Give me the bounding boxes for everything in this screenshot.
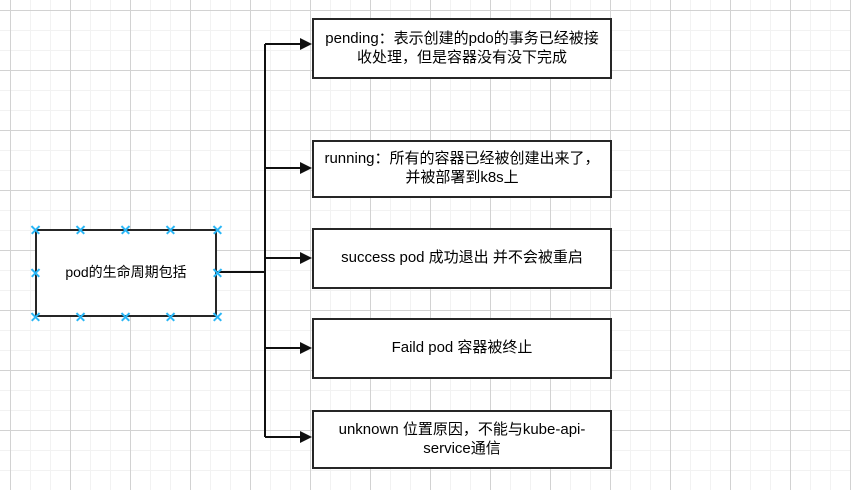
arrowhead-running	[300, 162, 312, 174]
selection-handle[interactable]	[165, 311, 176, 322]
node-label: pending：表示创建的pdo的事务已经被接收处理，但是容器没有没下完成	[325, 29, 599, 66]
node-state-unknown[interactable]: unknown 位置原因，不能与kube-api-service通信	[312, 410, 612, 469]
selection-handle[interactable]	[75, 311, 86, 322]
selection-handle[interactable]	[212, 267, 223, 278]
node-label: running：所有的容器已经被创建出来了，并被部署到k8s上	[324, 150, 600, 186]
arrowhead-unknown	[300, 431, 312, 443]
node-label: Faild pod 容器被终止	[391, 339, 533, 357]
node-label: unknown 位置原因，不能与kube-api-service通信	[338, 420, 586, 457]
node-pod-lifecycle-source[interactable]: pod的生命周期包括	[35, 229, 217, 317]
node-state-running[interactable]: running：所有的容器已经被创建出来了，并被部署到k8s上	[312, 140, 612, 198]
selection-handle[interactable]	[212, 224, 223, 235]
arrowhead-success	[300, 252, 312, 264]
arrowhead-pending	[300, 38, 312, 50]
node-label: success pod 成功退出 并不会被重启	[341, 249, 583, 267]
selection-handle[interactable]	[165, 224, 176, 235]
selection-handle[interactable]	[75, 224, 86, 235]
selection-handle[interactable]	[120, 311, 131, 322]
selection-handle[interactable]	[120, 224, 131, 235]
selection-handle[interactable]	[212, 311, 223, 322]
node-state-success[interactable]: success pod 成功退出 并不会被重启	[312, 228, 612, 289]
selection-handle[interactable]	[30, 267, 41, 278]
selection-handle[interactable]	[30, 224, 41, 235]
arrowhead-failed	[300, 342, 312, 354]
node-state-pending[interactable]: pending：表示创建的pdo的事务已经被接收处理，但是容器没有没下完成	[312, 18, 612, 79]
node-label: pod的生命周期包括	[65, 264, 187, 281]
node-state-failed[interactable]: Faild pod 容器被终止	[312, 318, 612, 379]
selection-handle[interactable]	[30, 311, 41, 322]
